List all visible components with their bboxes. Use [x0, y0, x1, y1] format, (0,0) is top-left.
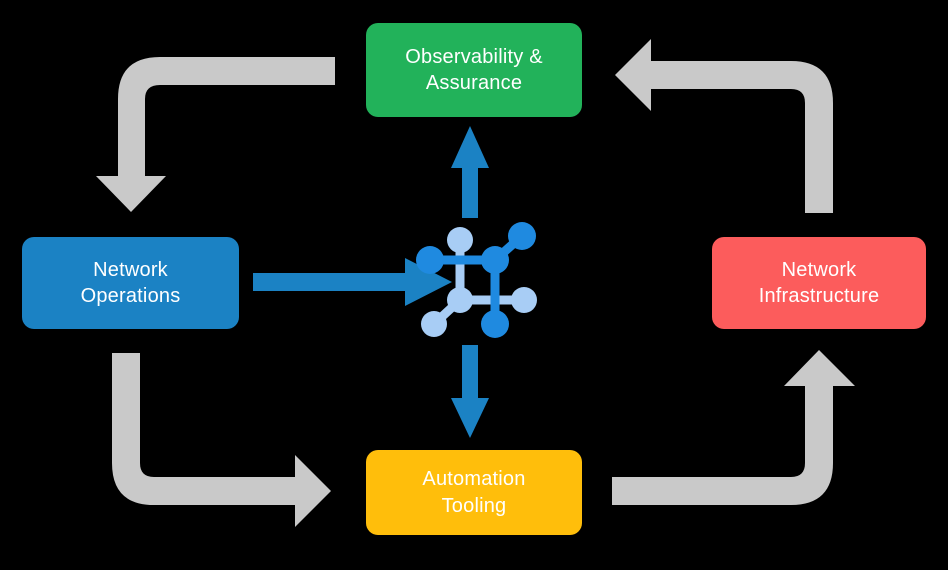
- topology-light-nodes: [421, 227, 537, 337]
- node-automation-tooling[interactable]: Automation Tooling: [366, 450, 582, 535]
- arrow-operations-to-center-icon: [253, 258, 452, 306]
- node-network-infrastructure-label: Network Infrastructure: [758, 258, 880, 307]
- node-network-operations-label: Network Operations: [80, 258, 181, 307]
- arrow-center-to-observability-icon: [451, 126, 489, 218]
- arrow-operations-to-automation-icon: [112, 353, 331, 527]
- node-network-operations[interactable]: Network Operations: [22, 237, 239, 329]
- arrow-automation-to-infrastructure-icon: [612, 350, 855, 505]
- node-observability-assurance-label: Observability & Assurance: [405, 45, 543, 94]
- topology-strong-nodes: [416, 222, 536, 338]
- arrow-center-to-automation-icon: [451, 345, 489, 438]
- arrow-observability-to-operations-icon: [96, 57, 335, 212]
- node-automation-tooling-label: Automation Tooling: [422, 468, 526, 517]
- arrow-infrastructure-to-observability-icon: [615, 39, 833, 213]
- node-observability-assurance[interactable]: Observability & Assurance: [366, 23, 582, 117]
- node-network-infrastructure[interactable]: Network Infrastructure: [712, 237, 926, 329]
